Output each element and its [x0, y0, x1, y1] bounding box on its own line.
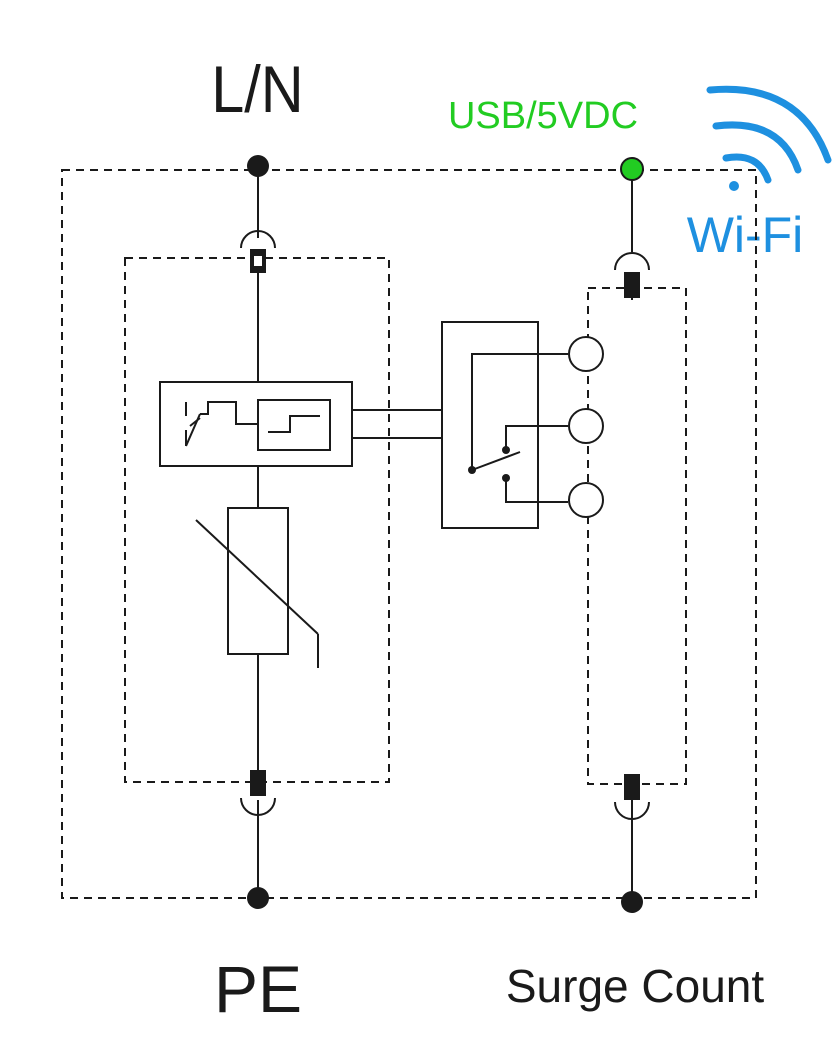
surge-count-label: Surge Count: [506, 960, 764, 1012]
signal-terminal-3: [568, 482, 604, 518]
plug-connector-left-bottom: [240, 770, 276, 816]
wifi-icon: [706, 85, 832, 191]
terminal-label-pe: PE: [214, 952, 302, 1026]
signal-terminal-2: [568, 408, 604, 444]
remote-signal-contact: [441, 321, 568, 529]
terminal-count-dot: [621, 891, 643, 913]
contact-dot-nc: [502, 446, 510, 454]
outer-enclosure: [61, 169, 757, 899]
plug-connector-right-top: [614, 252, 650, 298]
terminal-usb-dot: [620, 157, 644, 181]
wifi-label: Wi-Fi: [687, 207, 804, 263]
signal-terminal-1: [568, 336, 604, 372]
mechanical-link: [352, 409, 442, 439]
plug-connector-left-top: [240, 230, 276, 273]
terminal-label-ln: L/N: [211, 53, 303, 127]
contact-dot-no: [502, 474, 510, 482]
contact-dot-common: [468, 466, 476, 474]
thermal-disconnector: [159, 381, 353, 467]
usb-label: USB/5VDC: [448, 95, 638, 137]
terminal-pe-dot: [247, 887, 269, 909]
terminal-ln-dot: [247, 155, 269, 177]
counter-module-box: [587, 287, 687, 785]
plug-connector-right-bottom: [614, 774, 650, 820]
varistor: [195, 507, 319, 668]
